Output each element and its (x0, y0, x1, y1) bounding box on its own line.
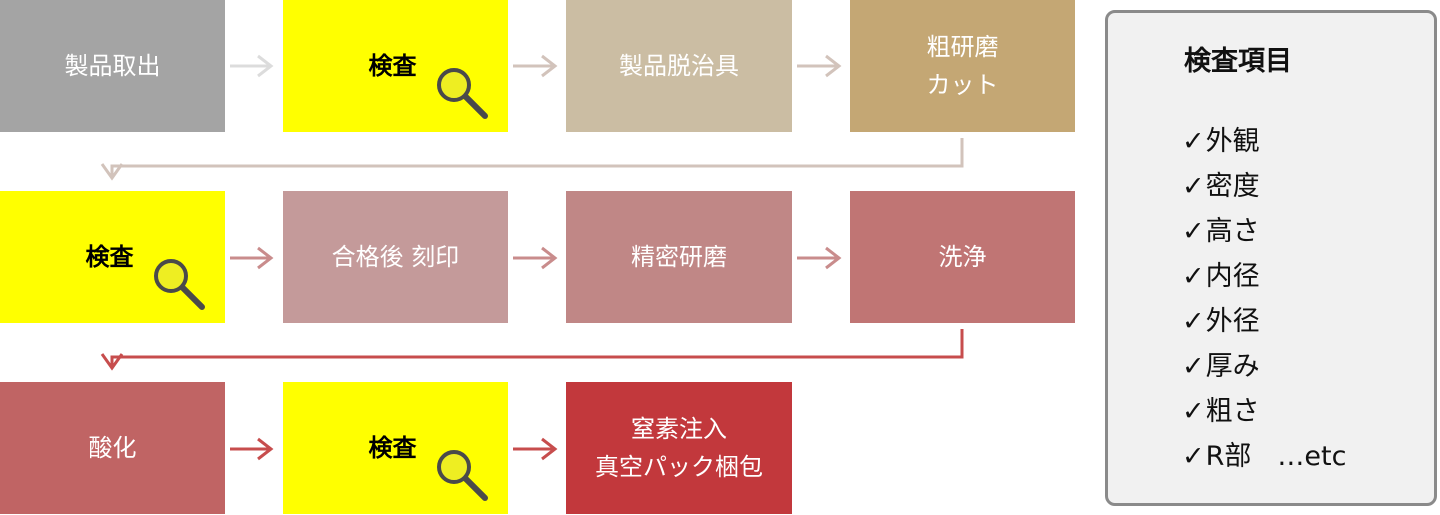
inspection-item-label: 厚み (1205, 351, 1260, 382)
step-label-line: 製品脱治具 (619, 52, 739, 80)
magnifier-icon (437, 68, 488, 119)
magnifier-icon (154, 259, 205, 310)
inspection-items-list: ✓外観✓密度✓高さ✓内径✓外径✓厚み✓粗さ✓R部…etc (1182, 119, 1346, 479)
step-label-line: 合格後 刻印 (331, 243, 460, 271)
check-icon: ✓ (1182, 171, 1205, 202)
flow-arrow (230, 437, 274, 461)
flow-arrow (513, 437, 558, 461)
inspection-item: ✓高さ (1182, 209, 1346, 254)
check-icon: ✓ (1182, 126, 1205, 157)
flow-arrow (797, 246, 842, 270)
inspection-item: ✓密度 (1182, 164, 1346, 209)
step-oxidation: 酸化 (0, 382, 225, 514)
flow-arrow (230, 246, 274, 270)
flow-arrow (797, 54, 842, 78)
check-icon: ✓ (1182, 351, 1205, 382)
magnifier-icon (437, 450, 488, 501)
inspection-item-label: R部 (1205, 441, 1252, 472)
step-jig-removal: 製品脱治具 (566, 0, 792, 132)
inspection-item-label: 密度 (1205, 171, 1260, 202)
flow-arrow (513, 54, 558, 78)
step-label-line: カット (926, 71, 999, 99)
flow-arrow (230, 54, 274, 78)
etc-label: …etc (1277, 441, 1347, 472)
step-cleaning: 洗浄 (850, 191, 1075, 323)
step-rough-grind-cut: 粗研磨カット (850, 0, 1075, 132)
step-nitrogen-vacuum-pack: 窒素注入真空パック梱包 (566, 382, 792, 514)
step-pass-marking: 合格後 刻印 (283, 191, 508, 323)
check-icon: ✓ (1182, 216, 1205, 247)
check-icon: ✓ (1182, 396, 1205, 427)
step-precision-grinding: 精密研磨 (566, 191, 792, 323)
step-label-line: 酸化 (88, 434, 137, 462)
step-label-line: 製品取出 (64, 52, 161, 80)
step-label-line: 真空パック梱包 (595, 453, 763, 481)
inspection-item: ✓R部 …etc (1182, 434, 1346, 479)
inspection-item: ✓粗さ (1182, 389, 1346, 434)
return-arrow (100, 329, 964, 371)
inspection-item-label: 外径 (1205, 306, 1260, 337)
step-label-line: 窒素注入 (631, 415, 727, 443)
check-icon: ✓ (1182, 306, 1205, 337)
step-label-line: 洗浄 (938, 243, 987, 271)
step-label-line: 検査 (85, 243, 134, 271)
inspection-item-label: 外観 (1205, 126, 1260, 157)
inspection-item: ✓外径 (1182, 299, 1346, 344)
inspection-item: ✓外観 (1182, 119, 1346, 164)
step-product-removal: 製品取出 (0, 0, 225, 132)
step-inspection-3: 検査 (283, 382, 508, 514)
check-icon: ✓ (1182, 261, 1205, 292)
inspection-item-label: 粗さ (1205, 396, 1260, 427)
inspection-item-label: 高さ (1205, 216, 1260, 247)
inspection-items-panel: 検査項目 ✓外観✓密度✓高さ✓内径✓外径✓厚み✓粗さ✓R部…etc (1105, 10, 1437, 506)
step-label-line: 検査 (368, 434, 417, 462)
inspection-item-label: 内径 (1205, 261, 1260, 292)
inspection-item: ✓内径 (1182, 254, 1346, 299)
return-arrow (100, 138, 964, 181)
step-inspection-1: 検査 (283, 0, 508, 132)
inspection-item: ✓厚み (1182, 344, 1346, 389)
check-icon: ✓ (1182, 441, 1205, 472)
step-label-line: 粗研磨 (926, 33, 999, 61)
step-label-line: 検査 (368, 52, 417, 80)
step-inspection-2: 検査 (0, 191, 225, 323)
step-label-line: 精密研磨 (631, 243, 727, 271)
flow-arrow (513, 246, 558, 270)
panel-title: 検査項目 (1184, 46, 1292, 77)
